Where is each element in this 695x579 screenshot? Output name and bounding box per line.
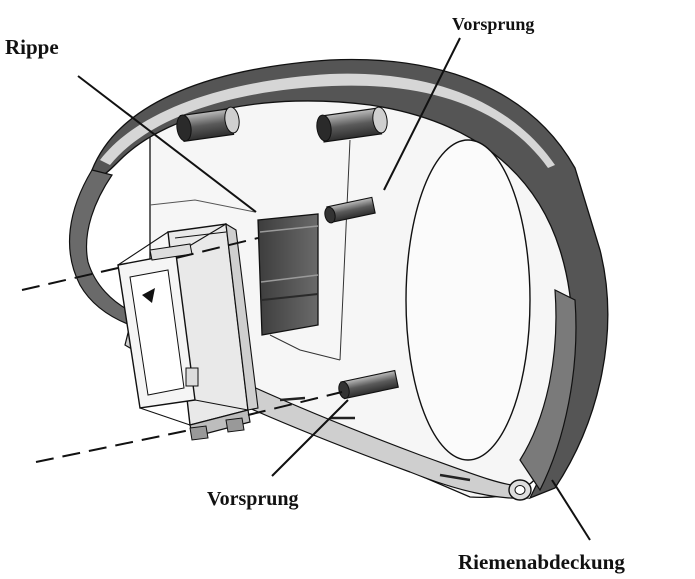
label-rippe: Rippe — [5, 35, 59, 59]
band-right-end — [519, 288, 577, 492]
label-riemenabdeckung: Riemenabdeckung — [458, 550, 625, 574]
band-slot-marks — [279, 396, 471, 482]
boss-top-left — [176, 106, 240, 143]
band-right-opening — [405, 139, 531, 461]
band-left-outer — [68, 169, 133, 326]
strap-cover-band — [68, 58, 609, 501]
band-top-highlight — [100, 73, 555, 168]
assembly-guide-lines — [21, 237, 343, 463]
leader-riemenabdeckung — [551, 479, 591, 541]
module-latch — [185, 367, 199, 387]
triangle-marker — [142, 288, 155, 303]
dash-line-upper-inner — [175, 237, 259, 259]
rib-support-outline — [149, 199, 256, 213]
leader-vorsprung-top — [383, 37, 461, 191]
leader-vorsprung-bottom — [271, 399, 349, 477]
label-vorsprung-bottom: Vorsprung — [207, 488, 299, 510]
pivot-hole-inner — [514, 485, 526, 495]
boss-top-right — [316, 106, 388, 143]
transmitter-module — [117, 222, 259, 441]
dash-line-lower — [35, 429, 191, 463]
projection-peg-lower — [338, 369, 399, 400]
rib-plate — [257, 213, 319, 336]
inner-wall-outline — [269, 139, 351, 361]
dash-line-lower-inner — [247, 391, 343, 416]
dash-line-upper — [21, 267, 119, 291]
leader-rippe — [77, 75, 257, 213]
label-vorsprung-top: Vorsprung — [452, 14, 534, 34]
leader-lines — [77, 37, 591, 541]
projection-peg-upper — [324, 196, 376, 224]
